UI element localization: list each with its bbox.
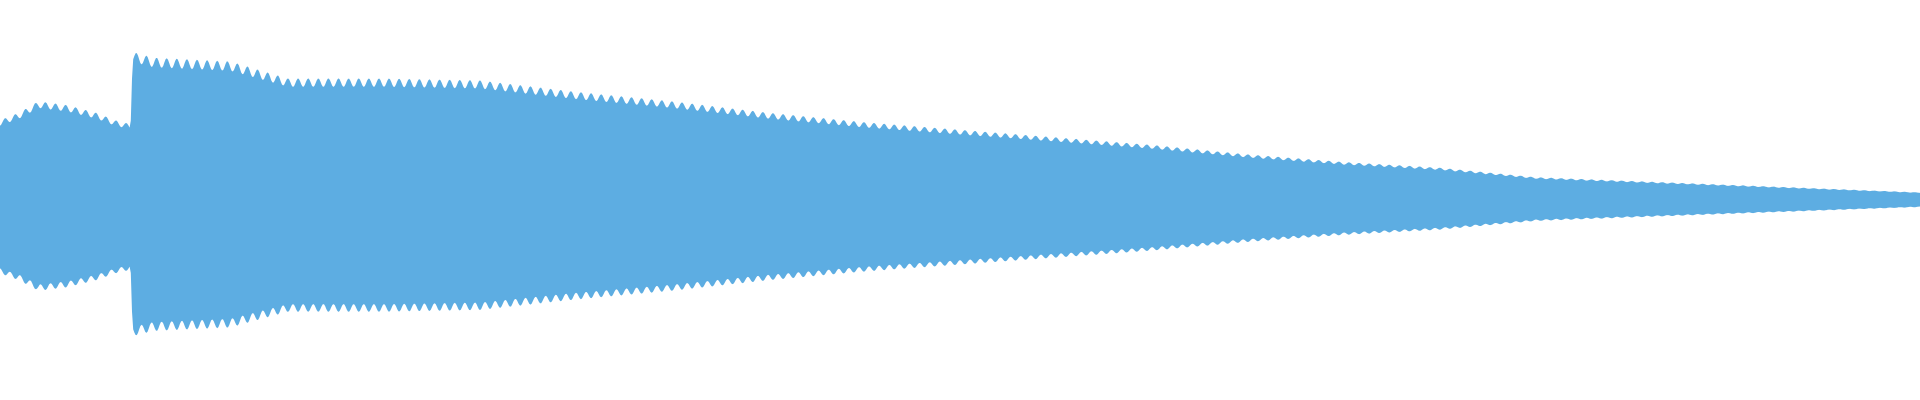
waveform-shape xyxy=(0,53,1920,336)
